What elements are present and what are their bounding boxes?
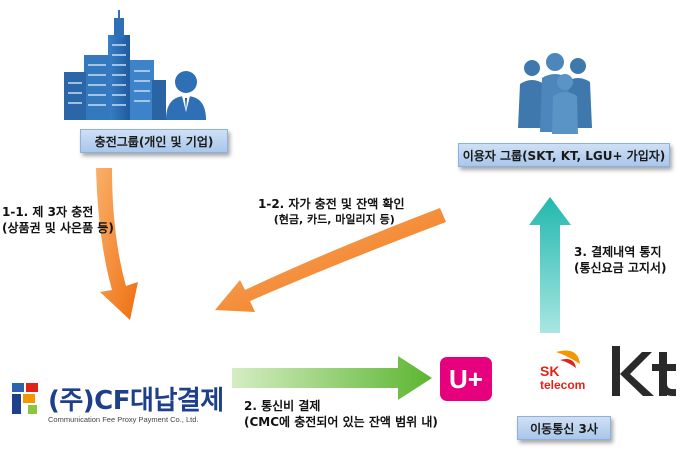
kt-logo-icon xyxy=(612,346,676,397)
building-icon xyxy=(64,10,166,120)
lgu-logo-text: U+ xyxy=(449,363,483,394)
step-2-sub: (CMC에 충전되어 있는 잔액 범위 내) xyxy=(244,415,438,429)
company-name: (주)CF대납결제 xyxy=(48,386,224,416)
business-person-icon xyxy=(166,71,206,120)
step-2-title: 2. 통신비 결제 xyxy=(244,399,321,413)
charging-group-text: 충전그룹(개인 및 기업) xyxy=(94,134,214,149)
step-1-1-title: 1-1. 제 3자 충전 xyxy=(2,205,94,219)
company-subtitle: Communication Fee Proxy Payment Co., Ltd… xyxy=(48,415,199,424)
sk-telecom-logo-icon xyxy=(556,350,580,368)
cf-logo-icon xyxy=(12,383,38,414)
step-3-sub: (통신요금 고지서) xyxy=(574,261,667,275)
arrow-3 xyxy=(529,197,571,333)
carrier-group-text: 이동통신 3사 xyxy=(530,421,598,436)
sk-telecom-logo-text: SK telecom xyxy=(540,364,585,392)
step-2-text: 2. 통신비 결제 (CMC에 충전되어 있는 잔액 범위 내) xyxy=(244,398,438,430)
step-1-2-sub: (현금, 카드, 마일리지 등) xyxy=(273,213,395,226)
lgu-logo-icon xyxy=(440,357,492,401)
sk-logo-name: SK xyxy=(540,363,560,379)
step-1-1-sub: (상품권 및 사은품 등) xyxy=(2,221,114,235)
arrow-1-2 xyxy=(215,208,446,312)
arrow-2 xyxy=(232,356,432,400)
sk-logo-sub: telecom xyxy=(540,378,586,392)
arrow-1-1 xyxy=(96,168,138,320)
user-group-label: 이용자 그룹(SKT, KT, LGU+ 가입자) xyxy=(458,143,670,167)
company-logo: (주)CF대납결제 Communication Fee Proxy Paymen… xyxy=(48,380,224,424)
charging-group-label: 충전그룹(개인 및 기업) xyxy=(80,129,228,153)
step-1-1-text: 1-1. 제 3자 충전 (상품권 및 사은품 등) xyxy=(2,204,114,236)
business-people-icon xyxy=(518,53,592,134)
step-3-text: 3. 결제내역 통지 (통신요금 고지서) xyxy=(574,244,666,276)
step-3-title: 3. 결제내역 통지 xyxy=(574,245,662,259)
carrier-group-label: 이동통신 3사 xyxy=(517,416,611,440)
step-1-2-title: 1-2. 자가 충전 및 잔액 확인 xyxy=(258,197,405,211)
step-1-2-text: 1-2. 자가 충전 및 잔액 확인 (현금, 카드, 마일리지 등) xyxy=(258,196,405,228)
user-group-text: 이용자 그룹(SKT, KT, LGU+ 가입자) xyxy=(462,148,666,163)
